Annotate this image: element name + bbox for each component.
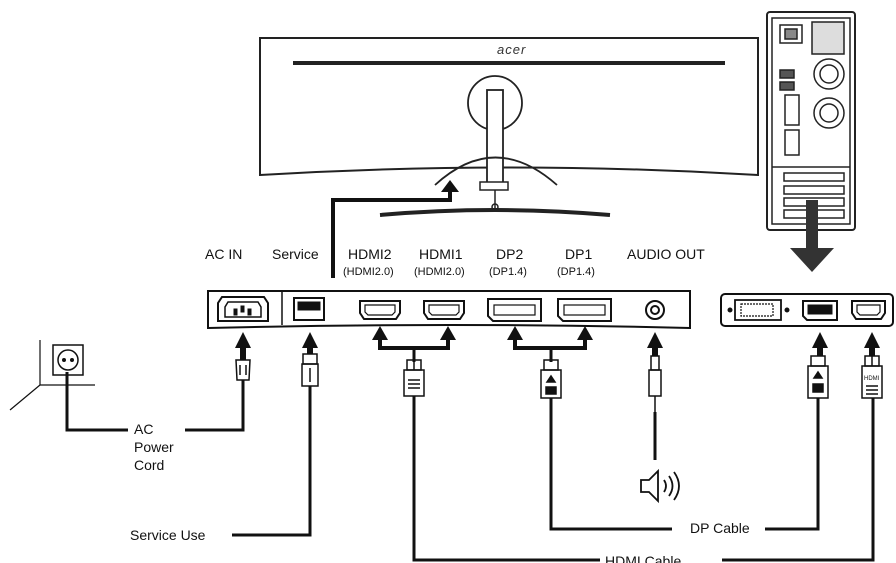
label-ac-in: AC IN (205, 246, 242, 262)
dp-plug-icon (540, 359, 562, 399)
dp1-port (557, 298, 612, 322)
service-usb-port (293, 297, 325, 321)
hdmi-plug-icon (403, 359, 425, 397)
brand-logo: acer (497, 42, 526, 57)
audio-out-port (645, 300, 665, 320)
dvi-port (727, 299, 790, 321)
pc-down-arrow (790, 200, 834, 272)
hdmi1-port (423, 300, 465, 320)
audio-cable (647, 332, 663, 460)
pc-dp-plug-icon (807, 355, 829, 399)
monitor-front-icon: acer (259, 37, 759, 217)
io-panel (207, 290, 691, 330)
label-dp1: DP1 (565, 246, 592, 262)
label-dp-cable: DP Cable (690, 520, 750, 536)
pc-hdmi-plug-label: HDMI (864, 376, 880, 382)
pc-io-panel (720, 293, 894, 327)
power-plug-icon (235, 359, 251, 381)
service-usb-cable (232, 332, 319, 537)
ac-power-cord (65, 332, 251, 432)
label-audio-out: AUDIO OUT (627, 246, 705, 262)
label-dp2: DP2 (496, 246, 523, 262)
label-hdmi1-sub: (HDMI2.0) (414, 266, 465, 278)
label-ac-power-line2: Power (134, 439, 174, 455)
pc-tower-icon (766, 11, 856, 231)
label-hdmi-cable: HDMI Cable (605, 553, 681, 563)
pc-hdmi-port (851, 300, 886, 320)
audio-jack-icon (648, 355, 662, 412)
pc-dp-cable (807, 332, 829, 399)
service-arrow (331, 180, 459, 278)
wall-outlet-icon (9, 340, 95, 411)
dp2-port (487, 298, 542, 322)
label-hdmi2: HDMI2 (348, 246, 392, 262)
label-dp2-sub: (DP1.4) (489, 266, 527, 278)
pc-hdmi-plug-icon (861, 355, 883, 399)
speaker-icon (640, 468, 680, 504)
pc-dp-port (802, 300, 838, 321)
hdmi2-port (359, 300, 401, 320)
usb-plug-icon (301, 353, 319, 387)
dp-cable (507, 326, 820, 531)
hdmi-cable (372, 326, 875, 562)
label-hdmi1: HDMI1 (419, 246, 463, 262)
pc-hdmi-cable: HDMI (861, 332, 883, 399)
label-dp1-sub: (DP1.4) (557, 266, 595, 278)
label-service: Service (272, 246, 319, 262)
label-hdmi2-sub: (HDMI2.0) (343, 266, 394, 278)
label-service-use: Service Use (130, 527, 206, 543)
label-ac-power-line3: Cord (134, 457, 164, 473)
label-ac-power-line1: AC (134, 421, 153, 437)
ac-in-port (217, 296, 269, 322)
